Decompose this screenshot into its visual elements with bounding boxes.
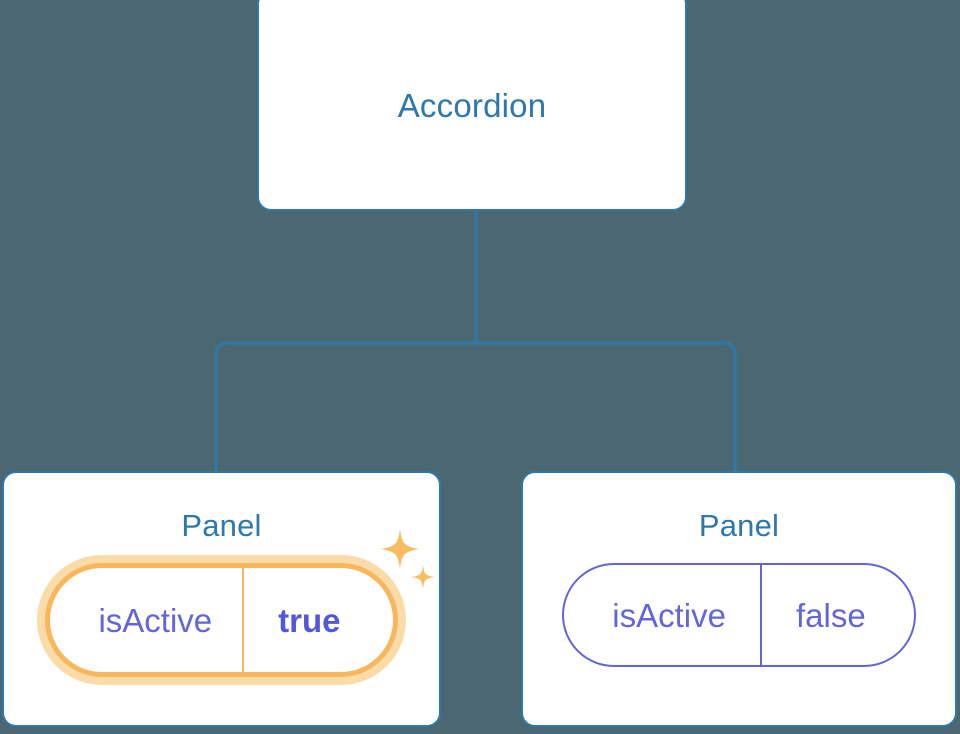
prop-pill-plain[interactable]: isActive false bbox=[562, 563, 916, 667]
prop-value: true bbox=[242, 568, 392, 672]
node-title: Accordion bbox=[397, 87, 547, 124]
prop-key: isActive bbox=[98, 601, 213, 639]
node-title: Panel bbox=[698, 508, 780, 543]
sparkle-small-icon bbox=[410, 565, 435, 589]
prop-key: isActive bbox=[612, 596, 726, 634]
node-panel-inactive[interactable]: Panel isActive false bbox=[521, 471, 957, 727]
prop-pill-highlighted[interactable]: isActive true bbox=[45, 529, 435, 677]
node-panel-active[interactable]: Panel isActive true bbox=[2, 471, 441, 727]
prop-value: false bbox=[759, 565, 914, 665]
node-title: Panel bbox=[181, 508, 262, 543]
prop-pill[interactable]: isActive false bbox=[562, 563, 916, 667]
node-accordion[interactable]: Accordion bbox=[257, 0, 687, 211]
prop-pill[interactable]: isActive true bbox=[45, 563, 398, 677]
sparkle-large-icon bbox=[380, 529, 419, 569]
